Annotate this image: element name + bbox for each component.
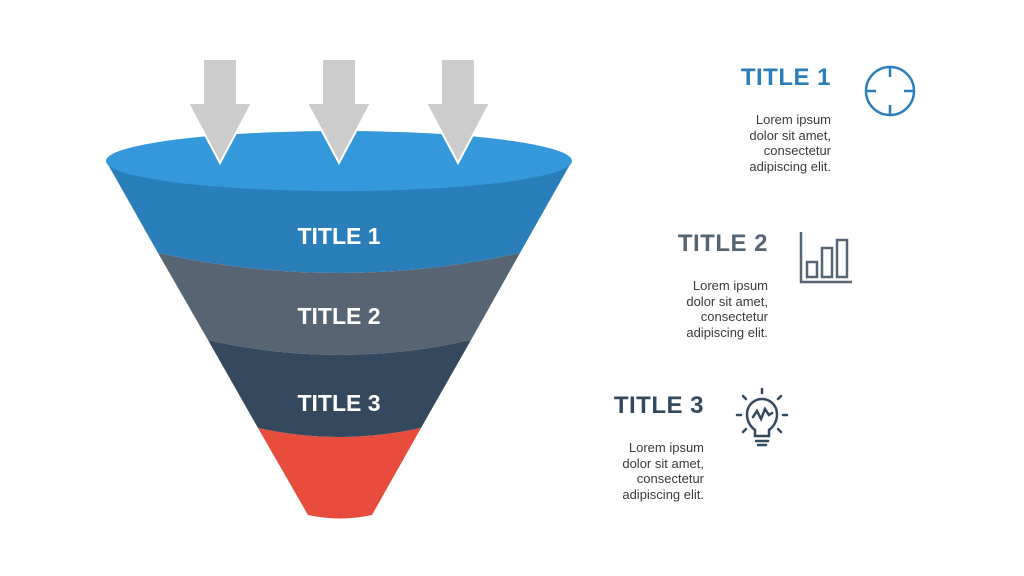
info-item-2: TITLE 2 Lorem ipsum dolor sit amet, cons…	[678, 230, 768, 340]
funnel-label-1: TITLE 1	[297, 223, 380, 249]
body-line: consectetur	[763, 143, 831, 158]
crosshair-icon	[864, 65, 916, 117]
body-line: adipiscing elit.	[686, 324, 768, 340]
arrow-down-icon	[305, 58, 373, 166]
body-line: Lorem ipsum	[628, 440, 704, 455]
bar-chart-icon	[799, 232, 852, 284]
item-body: Lorem ipsum dolor sit amet, consectetur …	[678, 278, 768, 340]
funnel-band-3	[208, 340, 471, 437]
lightbulb-icon	[735, 387, 789, 447]
item-title: TITLE 2	[677, 230, 768, 257]
item-title: TITLE 1	[740, 64, 831, 91]
body-line: dolor sit amet,	[622, 455, 704, 471]
funnel-band-2	[158, 253, 520, 355]
body-line: adipiscing elit.	[749, 158, 831, 174]
funnel-label-3: TITLE 3	[297, 390, 380, 416]
funnel-band-4	[258, 428, 421, 519]
body-line: Lorem ipsum	[692, 278, 768, 293]
info-item-1: TITLE 1 Lorem ipsum dolor sit amet, cons…	[741, 64, 831, 174]
body-line: dolor sit amet,	[749, 127, 831, 143]
arrow-down-icon	[186, 58, 254, 166]
item-body: Lorem ipsum dolor sit amet, consectetur …	[741, 112, 831, 174]
info-item-3: TITLE 3 Lorem ipsum dolor sit amet, cons…	[614, 392, 704, 502]
item-title: TITLE 3	[613, 392, 704, 419]
body-line: consectetur	[700, 309, 768, 324]
body-line: dolor sit amet,	[686, 293, 768, 309]
body-line: Lorem ipsum	[755, 112, 831, 127]
body-line: adipiscing elit.	[622, 486, 704, 502]
item-body: Lorem ipsum dolor sit amet, consectetur …	[614, 440, 704, 502]
arrow-down-icon	[424, 58, 492, 166]
funnel-band-1	[106, 161, 572, 273]
funnel-label-2: TITLE 2	[297, 303, 380, 329]
body-line: consectetur	[636, 471, 704, 486]
